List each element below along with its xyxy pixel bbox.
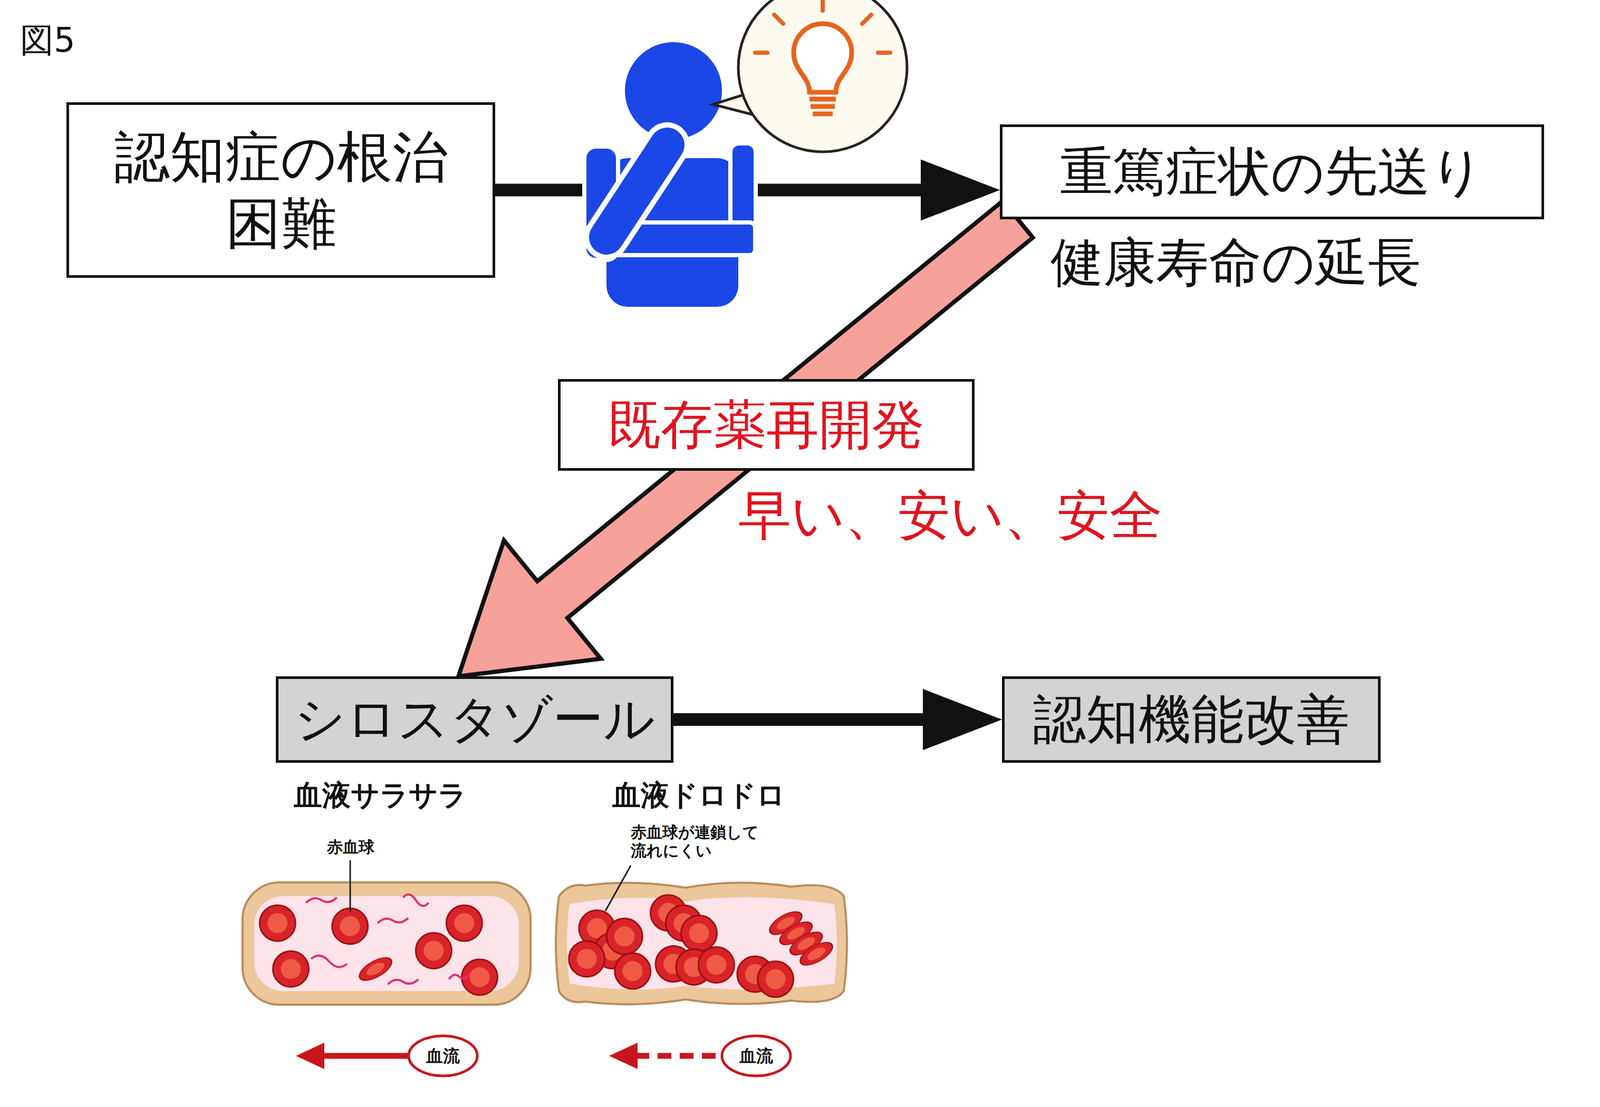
vessel-wall [242,882,531,1006]
cell-rim [796,938,836,971]
cell-center [364,960,387,979]
flow-line [321,1053,409,1060]
bulb-base [809,99,836,114]
flow-label: 血流 [739,1046,774,1067]
cell-rim [757,961,794,998]
plasma-strand [448,974,470,980]
red-blood-cell [355,953,395,986]
cell-rim [259,905,296,942]
smooth-blood-vessel [242,882,531,1006]
flow-arrow [295,1036,478,1077]
red-blood-cell [698,947,735,984]
red-blood-cell [569,941,605,978]
cell-rim [332,908,369,945]
forearm [606,145,668,238]
flow-badge [408,1036,478,1077]
thinking-person-icon [584,42,756,307]
cell-rim [698,947,735,984]
cell-center [706,955,727,976]
node-text: 認知症の根治 困難 [96,123,466,257]
cell-rim [606,918,643,955]
arrow-shape [673,689,1003,751]
cell-center [469,967,490,988]
problem-box: 認知症の根治 困難 [66,102,496,278]
node-text: 認知機能改善 [1033,688,1350,752]
flow-arrow-weak [609,1036,791,1077]
figure-number: 図5 [20,21,76,61]
red-blood-cell [606,918,643,955]
flow-head [609,1043,638,1070]
cell-center [622,961,643,982]
flow-line [635,1053,722,1060]
callout-note: 赤血球が連鎖して 流れにくい [630,823,759,861]
plasma-strand [306,898,337,904]
drug-box: シロスタゾール [275,676,674,764]
cell-center [688,923,709,944]
flow-head [295,1043,325,1070]
edge-label-box: 既存薬再開発 [557,379,975,471]
cell-center [423,940,444,961]
bulb-glass [793,23,852,93]
red-blood-cell [446,905,483,942]
cell-center [280,959,301,980]
bubble [738,0,908,152]
leader-line [349,860,352,913]
red-blood-cells [569,895,836,998]
connector-arrow [673,689,1003,751]
cell-rim [272,951,309,988]
node-text: シロスタゾール [294,689,655,750]
bulb-rays [755,0,891,53]
red-blood-cell [680,916,717,952]
cell-center [805,945,827,963]
cell-center [340,916,361,937]
part-label: 赤血球 [326,838,375,857]
red-blood-cell [332,908,369,945]
red-blood-cell [614,953,651,990]
vessel-wall [555,882,847,1005]
plasma-strand [402,894,429,907]
cell-rim [355,953,395,986]
condition-label: 血液ドロドロ [612,779,786,813]
plasma-strand [311,956,348,968]
cell-center [576,949,597,970]
cell-rim [569,941,605,978]
red-blood-cell [259,905,296,942]
forearm-outline [606,145,668,238]
flow-badge [721,1036,791,1077]
goal-box: 重篤症状の先送り [999,124,1545,220]
plasma-strand [387,979,419,986]
connector-arrow [458,200,1033,677]
benefit-note: 健康寿命の延長 [1050,232,1421,293]
red-blood-cells [259,894,498,996]
red-blood-cell [272,951,309,988]
red-blood-cell [796,938,836,971]
condition-label: 血液サラサラ [293,779,467,813]
red-blood-cell [415,932,452,969]
vessel-lumen [254,896,519,992]
leader-line [605,865,631,912]
cell-center [267,913,288,934]
arrow-shape [458,200,1033,677]
cell-center [765,969,786,990]
result-box: 認知機能改善 [1001,676,1381,764]
cell-rim [415,932,452,969]
cell-center [454,913,475,934]
plasma-strand [377,918,409,924]
cell-rim [680,916,717,952]
cell-center [614,926,635,947]
vessel-lumen [566,897,837,990]
node-text: 重篤症状の先送り [1059,140,1484,204]
flow-label: 血流 [426,1046,460,1067]
idea-bubble [712,0,908,152]
sticky-blood-vessel [555,882,847,1005]
red-blood-cell [757,961,794,998]
merit-note: 早い、安い、安全 [738,485,1163,546]
cell-rim [614,953,651,990]
cell-rim [446,905,483,942]
